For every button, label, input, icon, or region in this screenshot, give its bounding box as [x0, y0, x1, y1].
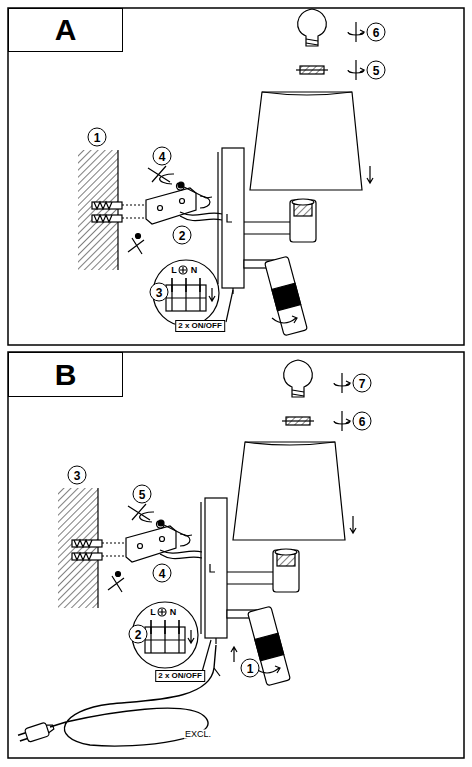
callout-number: 3 [150, 283, 169, 302]
panel-letter-box: B [8, 352, 123, 397]
callout-number: 6 [367, 23, 386, 42]
terminal-label: L [149, 608, 157, 617]
callout-number: 2 [129, 625, 148, 644]
callout-number: 1 [241, 659, 260, 678]
callout-number: 2 [173, 226, 192, 245]
callout-number: 5 [367, 61, 386, 80]
callout-number: 1 [88, 128, 107, 147]
callout-number: 6 [353, 412, 372, 431]
callout-number: 4 [153, 564, 172, 583]
callout-number: 5 [133, 485, 152, 504]
panel-letter-box: A [8, 8, 123, 52]
switch-note: 2 x ON/OFF [155, 670, 205, 682]
callout-number: 4 [153, 147, 172, 166]
note-text: EXCL. [184, 730, 212, 739]
panel-letter: A [55, 15, 77, 45]
callout-number: 7 [353, 374, 372, 393]
terminal-label: L [170, 266, 178, 275]
switch-note: 2 x ON/OFF [175, 320, 225, 332]
terminal-label: N [190, 266, 199, 275]
panel-letter: B [55, 360, 77, 390]
terminal-label: N [169, 608, 178, 617]
callout-number: 3 [68, 466, 87, 485]
